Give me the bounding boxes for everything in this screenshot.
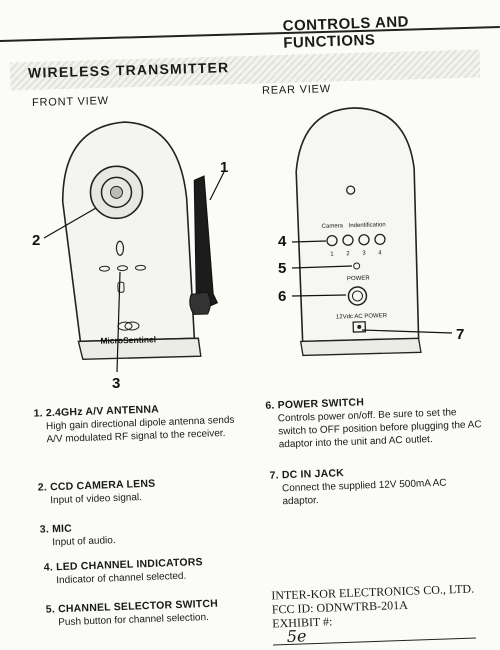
- camera-lens-center: [109, 185, 123, 199]
- callout-line: [291, 294, 347, 297]
- front-device-base: [77, 337, 202, 360]
- item-antenna: 1. 2.4GHz A/V ANTENNA High gain directio…: [33, 400, 244, 446]
- brand-name: MicroSentinel: [100, 334, 156, 345]
- callout-line: [291, 265, 353, 269]
- item-number: 4.: [43, 561, 54, 574]
- item-number: 5.: [45, 603, 56, 616]
- channel-number: 3: [362, 251, 366, 257]
- callout-2: 2: [32, 232, 40, 249]
- item-dc-jack: 7. DC IN JACK Connect the supplied 12V 5…: [269, 462, 484, 508]
- callout-3: 3: [112, 375, 120, 392]
- channel-button-icon: [358, 234, 370, 246]
- footer-block: INTER-KOR ELECTRONICS CO., LTD. FCC ID: …: [271, 581, 476, 646]
- camera-lens-ring: [100, 176, 133, 209]
- antenna-hinge: [189, 291, 211, 315]
- item-number: 6.: [265, 399, 275, 412]
- camera-label: Camera: [322, 223, 344, 230]
- item-description: Controls power on/off. Be sure to set th…: [277, 407, 482, 451]
- callout-7: 7: [456, 326, 464, 343]
- callout-line: [291, 240, 327, 243]
- callout-6: 6: [278, 288, 286, 305]
- callout-line: [209, 171, 225, 201]
- channel-number: 2: [346, 251, 350, 257]
- dc-jack-pin: [357, 324, 362, 329]
- item-title: MIC: [51, 522, 73, 536]
- channel-switch-icon: [117, 281, 125, 293]
- identification-label: Indentification: [349, 222, 386, 229]
- mic-icon: [115, 240, 125, 256]
- led-indicator-icon: [134, 264, 146, 271]
- item-number: 7.: [269, 469, 279, 482]
- ac-power-label: 12Vdc AC POWER: [336, 313, 388, 320]
- callout-line: [361, 329, 453, 334]
- channel-button-icon: [326, 234, 338, 247]
- channel-number: 1: [330, 252, 334, 258]
- item-power-switch: 6. POWER SWITCH Controls power on/off. B…: [265, 392, 485, 452]
- rear-device-base: [299, 337, 422, 357]
- channel-number: 4: [378, 250, 382, 256]
- callout-line: [116, 271, 121, 373]
- item-number: 3.: [39, 523, 50, 536]
- led-indicator-icon: [98, 265, 110, 272]
- power-label: POWER: [347, 276, 370, 283]
- item-title: DC IN JACK: [281, 467, 345, 482]
- item-number: 1.: [33, 407, 43, 420]
- dc-jack-icon: [352, 321, 367, 333]
- channel-button-icon: [374, 233, 386, 245]
- item-number: 2.: [37, 481, 48, 494]
- rear-device-body: [295, 107, 420, 343]
- callout-line: [43, 207, 97, 239]
- channel-button-icon: [342, 234, 354, 246]
- callout-5: 5: [278, 260, 286, 277]
- callout-1: 1: [220, 159, 228, 176]
- power-switch-inner: [351, 290, 363, 302]
- mount-hole-icon: [346, 185, 356, 195]
- power-switch-icon: [347, 286, 368, 306]
- power-led-icon: [353, 262, 361, 270]
- led-indicator-icon: [116, 265, 128, 272]
- callout-4: 4: [278, 233, 287, 250]
